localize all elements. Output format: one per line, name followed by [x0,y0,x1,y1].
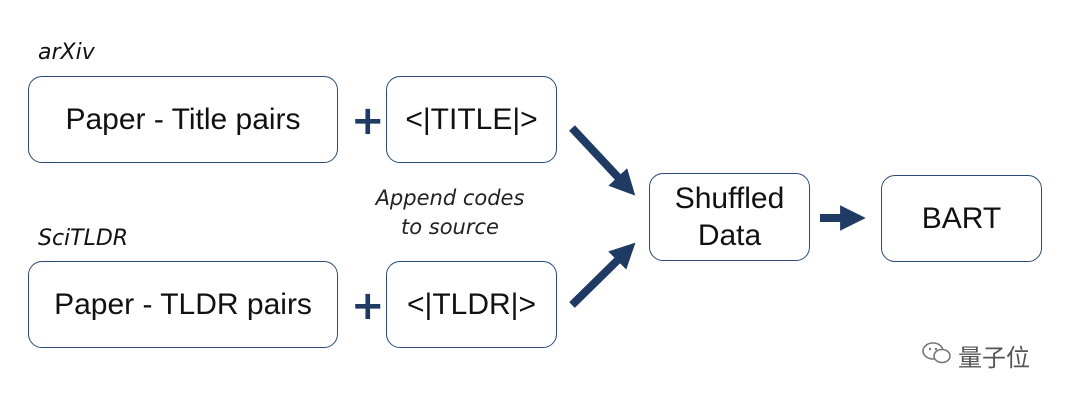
title-code-box: <|TITLE|> [386,76,557,163]
plus-icon-bottom: + [351,283,385,329]
append-codes-line2: to source [401,215,499,240]
shuffled-data-box: Shuffled Data [649,173,810,261]
watermark: 量子位 [922,338,1030,373]
paper-tldr-pairs-text: Paper - TLDR pairs [54,287,312,321]
arrow-tldr-to-shuffled [569,242,636,308]
arrow-title-to-shuffled [569,125,636,196]
paper-title-pairs-box: Paper - Title pairs [28,76,338,163]
paper-tldr-pairs-box: Paper - TLDR pairs [28,261,338,348]
bart-text: BART [921,201,1002,235]
shuffled-data-line1: Shuffled [674,181,785,215]
append-codes-note: Append codes to source [360,184,540,243]
paper-title-pairs-text: Paper - Title pairs [65,102,301,136]
arxiv-label: arXiv [38,40,95,65]
tldr-code-box: <|TLDR|> [386,261,557,348]
watermark-text: 量子位 [958,344,1030,372]
shuffled-data-line2: Data [697,219,762,252]
wechat-icon [922,341,952,371]
append-codes-line1: Append codes [375,186,525,210]
bart-box: BART [881,175,1042,262]
scitldr-label: SciTLDR [38,226,129,251]
tldr-code-text: <|TLDR|> [407,287,536,321]
plus-icon-top: + [351,98,385,144]
title-code-text: <|TITLE|> [405,102,538,136]
